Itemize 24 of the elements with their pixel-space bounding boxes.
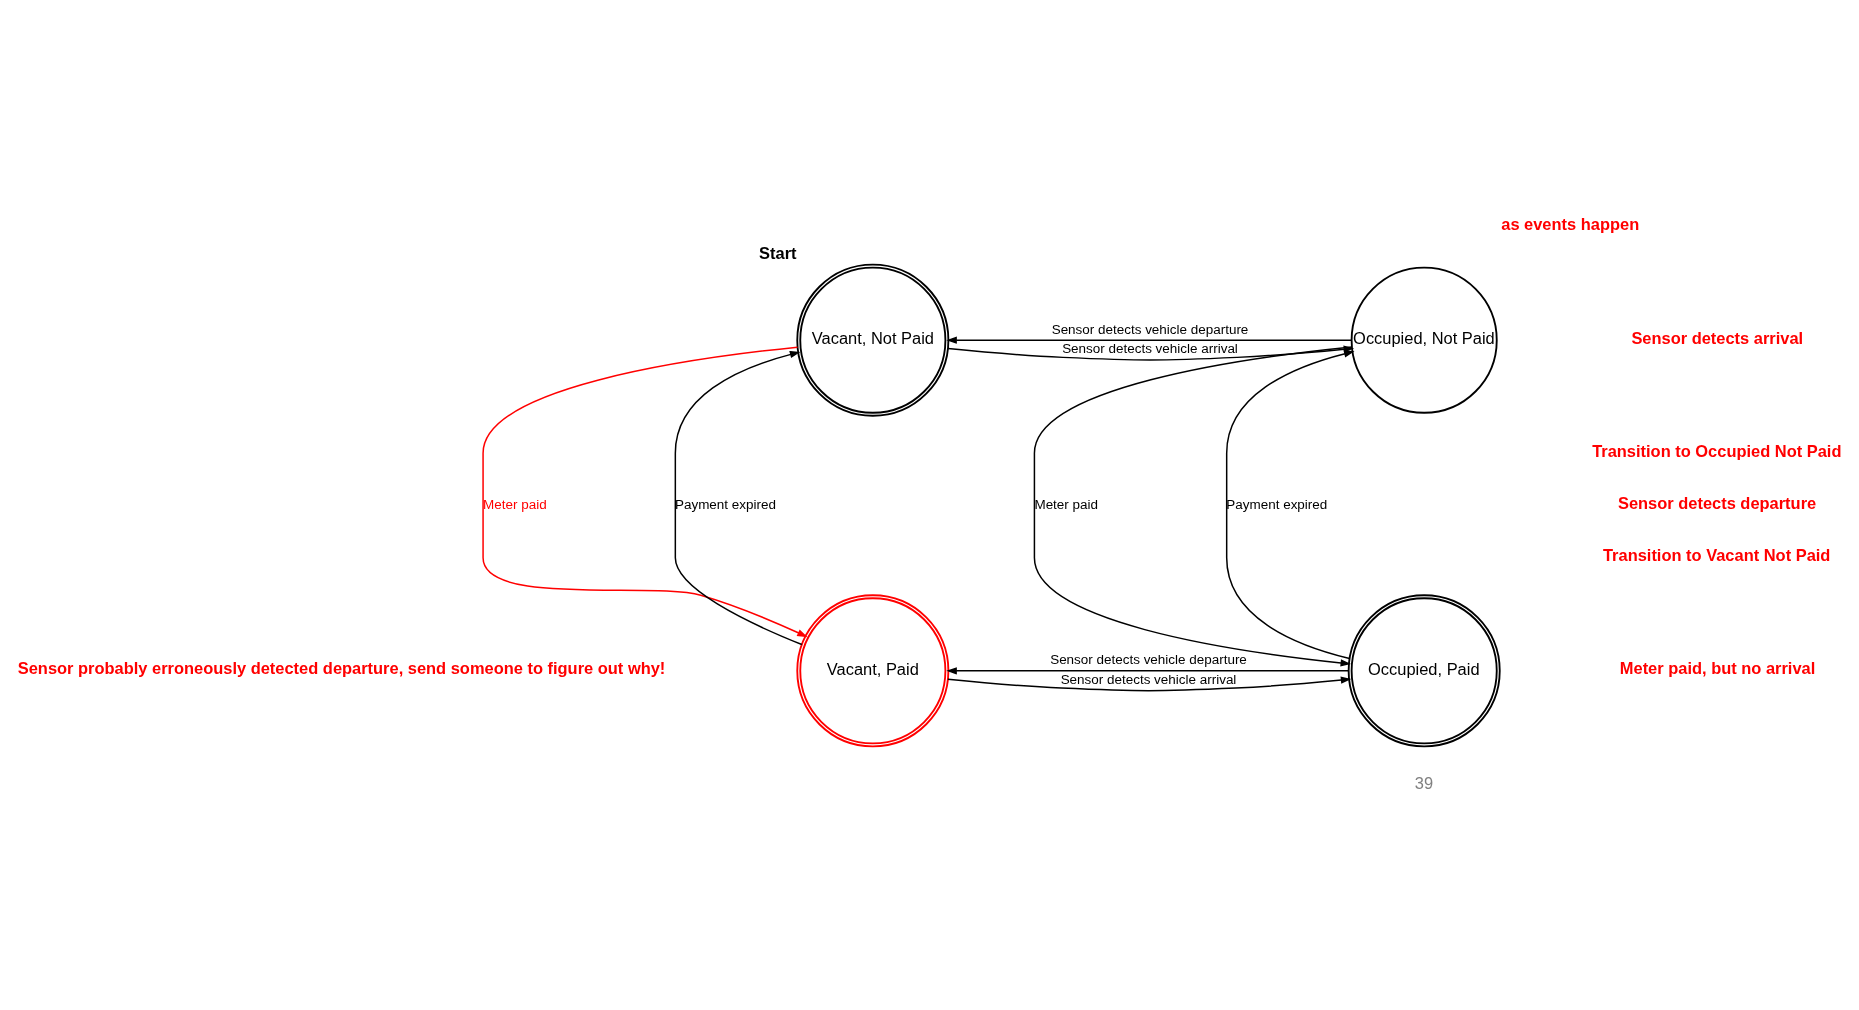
label: Sensor detects departure bbox=[1617, 493, 1817, 512]
arrow bbox=[1225, 349, 1355, 659]
edge-label: Meter paid bbox=[483, 496, 547, 512]
arrow bbox=[947, 675, 1352, 691]
label: Transition to Vacant Not Paid bbox=[1602, 545, 1831, 564]
edge-label: Sensor detects vehicle arrival bbox=[1060, 671, 1237, 687]
node-circle: Occupied, Not Paid bbox=[1350, 266, 1498, 414]
edge-label: Payment expired bbox=[1226, 496, 1328, 512]
edge-label: Payment expired bbox=[674, 496, 776, 512]
arrow bbox=[674, 350, 803, 645]
edge-label: Sensor detects vehicle departure bbox=[1050, 651, 1247, 667]
label: Meter paid, but no arrival bbox=[1619, 658, 1816, 677]
edge-label: Sensor detects vehicle arrival bbox=[1062, 340, 1238, 356]
label: as events happen bbox=[1501, 214, 1640, 233]
arrow bbox=[946, 666, 1350, 674]
label: Transition to Occupied Not Paid bbox=[1592, 441, 1842, 460]
label: Sensor probably erroneously detected departure, send someone to figure out why! bbox=[17, 658, 666, 677]
label: Sensor detects arrival bbox=[1631, 328, 1804, 347]
arrow bbox=[482, 345, 808, 637]
edge-label: Meter paid bbox=[1034, 496, 1098, 512]
node-label: Start bbox=[759, 243, 797, 262]
arrow bbox=[946, 336, 1353, 344]
edge-label: Sensor detects vehicle departure bbox=[1051, 321, 1249, 337]
label: 39 bbox=[1414, 773, 1434, 792]
